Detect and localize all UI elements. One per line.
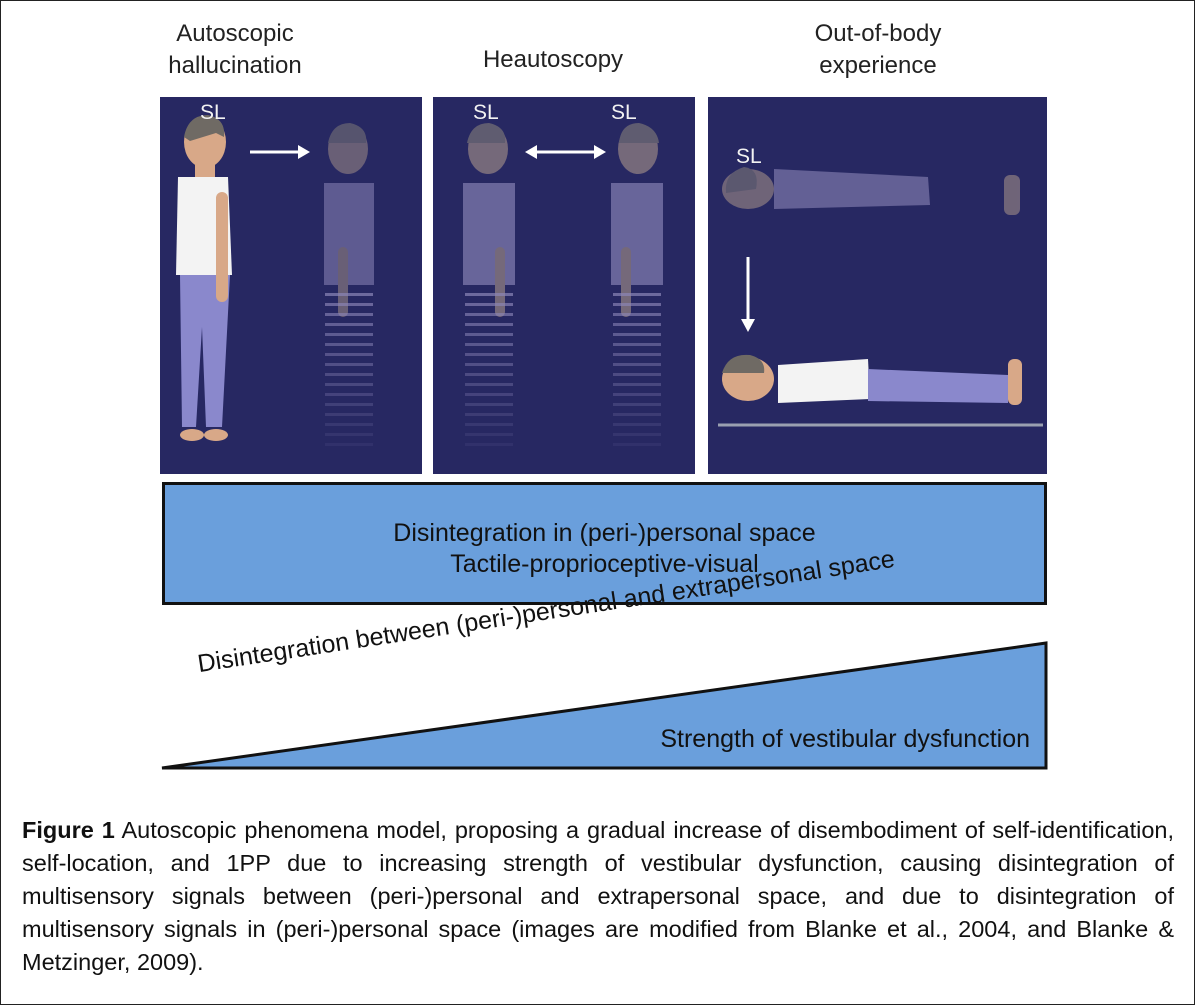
fade-stripe bbox=[465, 413, 513, 416]
fade-stripe bbox=[325, 413, 373, 416]
wedge-inner-label: Strength of vestibular dysfunction bbox=[660, 725, 1030, 754]
standing-figure-left bbox=[463, 123, 515, 317]
heautoscopy-illustration bbox=[433, 97, 695, 474]
autoscopic-illustration bbox=[160, 97, 422, 474]
fade-stripe bbox=[613, 333, 661, 336]
fade-stripe bbox=[325, 363, 373, 366]
fade-stripe bbox=[465, 323, 513, 326]
fade-stripe bbox=[613, 323, 661, 326]
fade-stripe bbox=[325, 443, 373, 446]
fade-stripe bbox=[325, 383, 373, 386]
fade-stripe bbox=[325, 313, 373, 316]
panel-out-of-body-experience: SL bbox=[708, 97, 1047, 474]
fade-stripe bbox=[613, 423, 661, 426]
arrow-down-icon bbox=[741, 257, 755, 332]
panel-autoscopic-hallucination: SL bbox=[160, 97, 422, 474]
fade-stripe bbox=[465, 373, 513, 376]
fade-stripe bbox=[613, 363, 661, 366]
fading-stripes bbox=[325, 293, 373, 446]
sl-label: SL bbox=[200, 101, 226, 125]
sl-label-right: SL bbox=[611, 101, 637, 125]
fade-stripe bbox=[325, 293, 373, 296]
fade-stripe bbox=[465, 433, 513, 436]
fade-stripe bbox=[465, 303, 513, 306]
fade-stripe bbox=[465, 443, 513, 446]
fade-stripe bbox=[613, 343, 661, 346]
fade-stripe bbox=[613, 373, 661, 376]
title-out-of-body-experience: Out-of-body experience bbox=[708, 18, 1048, 82]
box-line-1: Disintegration in (peri-)personal space bbox=[165, 518, 1044, 549]
title-autoscopic-hallucination: Autoscopic hallucination bbox=[160, 18, 310, 82]
fade-stripe bbox=[613, 303, 661, 306]
fade-stripe bbox=[465, 423, 513, 426]
lying-figure bbox=[718, 355, 1043, 425]
arrow-right-icon bbox=[250, 145, 310, 159]
fade-stripe bbox=[613, 443, 661, 446]
fade-stripe bbox=[325, 303, 373, 306]
sl-label: SL bbox=[736, 145, 762, 169]
caption-text: Autoscopic phenomena model, proposing a … bbox=[22, 817, 1174, 975]
fade-stripe bbox=[325, 433, 373, 436]
fade-stripe bbox=[613, 403, 661, 406]
panel-heautoscopy: SL SL bbox=[433, 97, 695, 474]
fading-stripes bbox=[465, 293, 661, 446]
fade-stripe bbox=[325, 333, 373, 336]
fade-stripe bbox=[325, 343, 373, 346]
fade-stripe bbox=[465, 293, 513, 296]
fade-stripe bbox=[465, 353, 513, 356]
arrow-both-icon bbox=[525, 145, 606, 159]
fade-stripe bbox=[613, 393, 661, 396]
fade-stripe bbox=[465, 363, 513, 366]
standing-figure-real bbox=[176, 115, 232, 441]
sl-label-left: SL bbox=[473, 101, 499, 125]
fade-stripe bbox=[465, 403, 513, 406]
figure-caption: Figure 1 Autoscopic phenomena model, pro… bbox=[22, 814, 1174, 979]
fade-stripe bbox=[465, 313, 513, 316]
fade-stripe bbox=[613, 383, 661, 386]
floating-figure bbox=[722, 167, 1020, 215]
fade-stripe bbox=[465, 343, 513, 346]
fade-stripe bbox=[325, 323, 373, 326]
fade-stripe bbox=[465, 383, 513, 386]
fade-stripe bbox=[613, 433, 661, 436]
disintegration-personal-space-box: Disintegration in (peri-)personal space … bbox=[162, 482, 1047, 605]
caption-label: Figure 1 bbox=[22, 817, 115, 843]
title-heautoscopy: Heautoscopy bbox=[433, 44, 673, 76]
fade-stripe bbox=[325, 393, 373, 396]
fade-stripe bbox=[465, 393, 513, 396]
fade-stripe bbox=[613, 293, 661, 296]
fade-stripe bbox=[613, 353, 661, 356]
fade-stripe bbox=[325, 403, 373, 406]
standing-figure-right bbox=[611, 123, 663, 317]
fade-stripe bbox=[325, 373, 373, 376]
box-line-2: Tactile-proprioceptive-visual bbox=[165, 549, 1044, 580]
fade-stripe bbox=[465, 333, 513, 336]
fade-stripe bbox=[613, 313, 661, 316]
fade-stripe bbox=[613, 413, 661, 416]
fade-stripe bbox=[325, 423, 373, 426]
fade-stripe bbox=[325, 353, 373, 356]
standing-figure-hallucinated bbox=[324, 123, 374, 317]
